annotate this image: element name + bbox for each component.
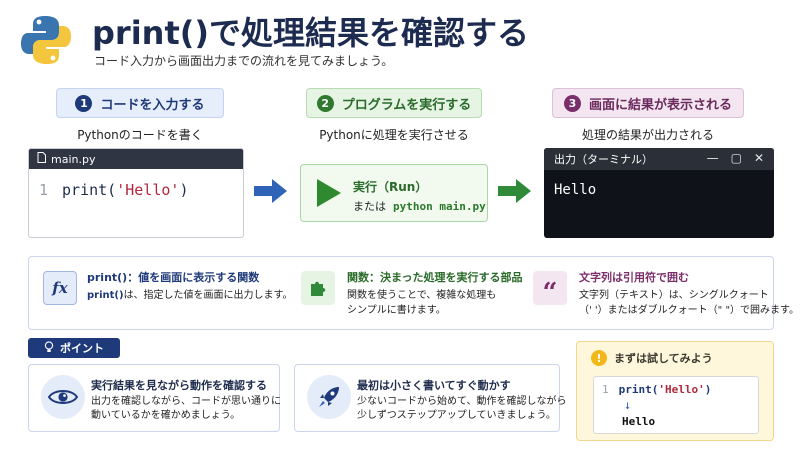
function-info-body: 関数を使うことで、複雑な処理も シンプルに書けます。 <box>347 288 496 318</box>
point-card-1-title: 実行結果を見ながら動作を確認する <box>91 379 267 392</box>
print-info-title: print()：値を画面に表示する関数 <box>87 271 260 284</box>
point-card-1-body: 出力を確認しながら、コードが思い通りに 動いているかを確かめましょう。 <box>91 395 281 423</box>
code-paren: ) <box>179 181 189 199</box>
terminal-output: Hello <box>554 182 597 198</box>
run-panel: 実行（Run） または python main.py <box>300 164 488 222</box>
run-title: 実行（Run） <box>353 180 428 194</box>
terminal-title-bar: 出力（ターミナル） — ▢ ✕ <box>544 148 774 170</box>
point-card-2-title: 最初は小さく書いてすぐ動かす <box>357 379 511 392</box>
step-1-number: 1 <box>75 94 93 112</box>
point-card-2-line2: 少しずつステップアップしていきましょう。 <box>357 410 556 421</box>
play-icon <box>315 177 343 213</box>
step-3-number: 3 <box>563 94 581 112</box>
try-it-card: ! まずは試してみよう 1 print('Hello') ↓ Hello <box>576 341 774 441</box>
print-info-text: は、指定した値を画面に出力します。 <box>123 290 293 301</box>
point-card-1: 実行結果を見ながら動作を確認する 出力を確認しながら、コードが思い通りに 動いて… <box>28 364 281 432</box>
editor-filename: main.py <box>51 152 96 166</box>
function-info-line2: シンプルに書けます。 <box>347 305 446 316</box>
try-line-number: 1 <box>602 383 609 396</box>
string-info-title: 文字列は引用符で囲む <box>579 271 689 284</box>
maximize-icon[interactable]: ▢ <box>730 151 742 165</box>
print-fn-name: print() <box>87 290 124 301</box>
page-title: print()で処理結果を確認する <box>92 14 529 52</box>
right-arrow-icon <box>498 178 532 208</box>
try-code-box: 1 print('Hello') ↓ Hello <box>593 376 759 434</box>
point-card-2: 最初は小さく書いてすぐ動かす 少ないコードから始めて、動作を確認しながら 少しず… <box>294 364 567 432</box>
point-tag: ポイント <box>28 338 120 358</box>
puzzle-icon <box>301 271 335 305</box>
try-code-paren: ) <box>704 383 712 396</box>
run-alternative: または python main.py <box>353 198 486 214</box>
step-1-pill: 1 コードを入力する <box>56 88 224 118</box>
step-2-subtitle: Pythonに処理を実行させる <box>319 128 469 142</box>
file-icon <box>37 152 46 166</box>
point-card-1-line2: 動いているかを確かめましょう。 <box>91 410 241 421</box>
step-2-number: 2 <box>316 94 334 112</box>
code-editor[interactable]: main.py 1 print('Hello') <box>28 148 244 238</box>
page-subtitle: コード入力から画面出力までの流れを見てみましょう。 <box>94 54 394 68</box>
editor-code[interactable]: 1 print('Hello') <box>29 169 243 211</box>
print-info-body: print()は、指定した値を画面に出力します。 <box>87 288 293 303</box>
point-card-1-line1: 出力を確認しながら、コードが思い通りに <box>91 396 281 407</box>
try-code-function: print( <box>618 383 659 396</box>
point-tag-label: ポイント <box>60 342 104 355</box>
string-info-body: 文字列（テキスト）は、シングルクォート （' '）またはダブルクォート（" "）… <box>579 288 799 318</box>
right-arrow-icon <box>254 178 288 208</box>
step-1-label: コードを入力する <box>100 97 205 113</box>
step-2-label: プログラムを実行する <box>341 97 472 113</box>
try-code-string: 'Hello' <box>658 383 705 396</box>
down-arrow-icon: ↓ <box>624 398 632 412</box>
point-card-2-line1: 少ないコードから始めて、動作を確認しながら <box>357 396 567 407</box>
function-info-title: 関数：決まった処理を実行する部品 <box>347 271 523 284</box>
terminal-title: 出力（ターミナル） <box>554 153 653 166</box>
minimize-icon[interactable]: — <box>706 151 719 165</box>
string-info-line2: （' '）またはダブルクォート（" "）で囲みます。 <box>579 305 800 316</box>
try-header: ! まずは試してみよう <box>591 350 713 366</box>
point-card-2-body: 少ないコードから始めて、動作を確認しながら 少しずつステップアップしていきましょ… <box>357 395 567 423</box>
try-output: Hello <box>622 415 656 428</box>
close-icon[interactable]: ✕ <box>753 151 764 165</box>
terminal-window: 出力（ターミナル） — ▢ ✕ Hello <box>544 148 774 238</box>
run-prefix: または <box>353 200 386 213</box>
run-command: python main.py <box>393 200 486 213</box>
step-3-pill: 3 画面に結果が表示される <box>552 88 744 118</box>
info-panel: fx print()：値を画面に表示する関数 print()は、指定した値を画面… <box>28 256 799 330</box>
python-logo-icon <box>18 12 74 68</box>
eye-icon <box>41 375 85 419</box>
step-3-subtitle: 処理の結果が出力される <box>581 128 714 142</box>
editor-title-bar: main.py <box>29 149 243 169</box>
quote-icon: “ <box>533 271 567 306</box>
try-title: まずは試してみよう <box>614 352 713 365</box>
code-string: 'Hello' <box>116 181 180 199</box>
step-3-label: 画面に結果が表示される <box>588 97 732 113</box>
code-function: print( <box>62 181 117 199</box>
step-1-subtitle: Pythonのコードを書く <box>77 128 203 142</box>
line-number: 1 <box>39 181 49 199</box>
lightbulb-icon <box>44 340 54 356</box>
fx-icon: fx <box>43 271 77 305</box>
rocket-icon <box>307 375 351 419</box>
step-2-pill: 2 プログラムを実行する <box>306 88 482 118</box>
function-info-line1: 関数を使うことで、複雑な処理も <box>347 290 497 301</box>
exclamation-icon: ! <box>591 350 607 366</box>
try-code-line: 1 print('Hello') <box>602 383 711 396</box>
string-info-line1: 文字列（テキスト）は、シングルクォート <box>579 290 769 301</box>
